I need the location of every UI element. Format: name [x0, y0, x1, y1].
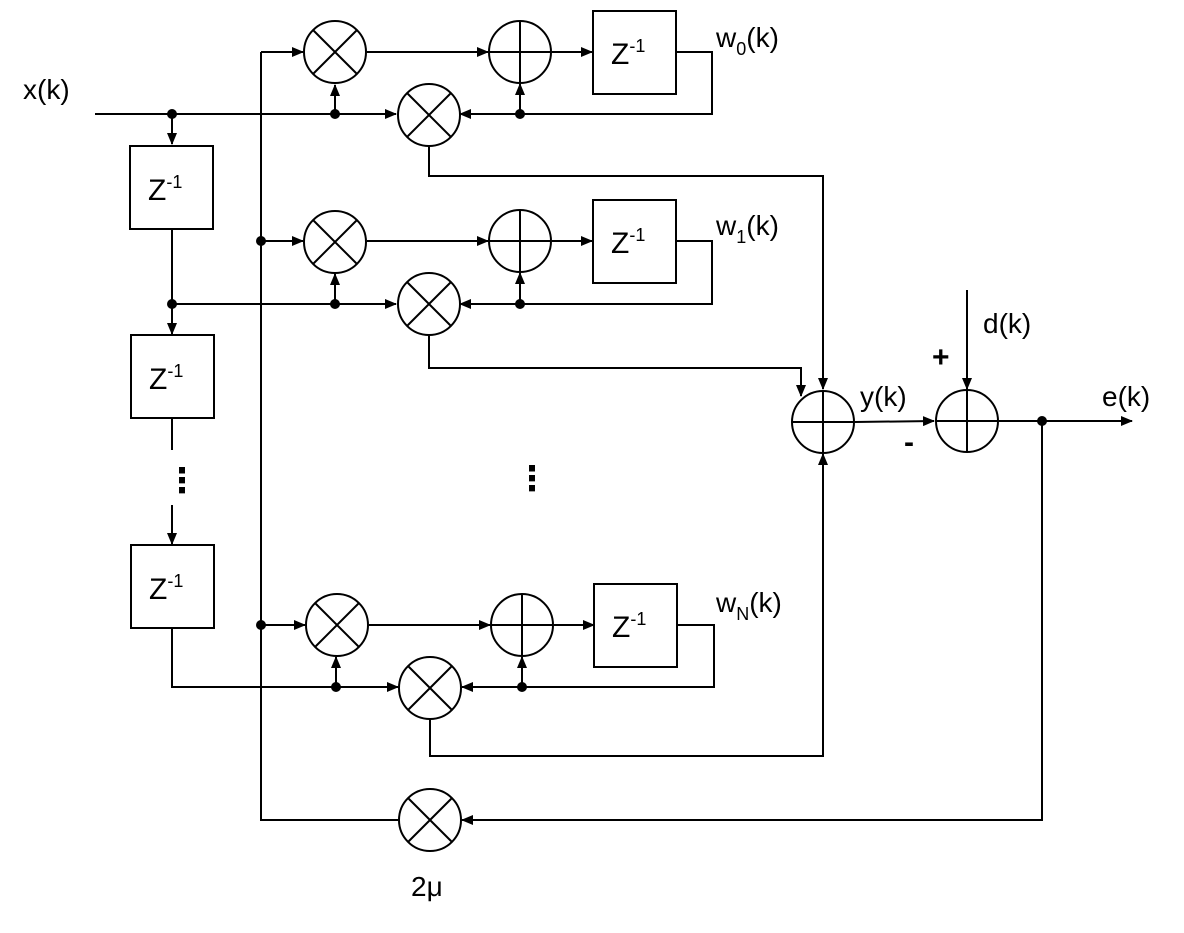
junction-dots: [167, 109, 1047, 692]
delay-block-n: [130, 544, 215, 629]
weight-delay-block-n: [593, 583, 678, 668]
delay-label: Z-1: [611, 36, 645, 71]
multiplier-icon: [397, 272, 461, 336]
adder-icon: [488, 20, 552, 84]
multiplier-icon: [397, 83, 461, 147]
wiring: [95, 47, 1133, 825]
delay-label: Z-1: [611, 225, 645, 260]
delay-boxes: [129, 10, 678, 668]
output-summer-icon: [791, 390, 855, 454]
plus-sign: +: [932, 341, 950, 374]
adders: [488, 20, 999, 657]
delay-label: Z-1: [149, 361, 183, 396]
weight-delay-block-0: [592, 10, 677, 95]
ellipsis-taps: ⋮: [515, 460, 549, 498]
step-size-label: 2μ: [411, 871, 443, 902]
output-signal-label: y(k): [860, 381, 907, 412]
multiplier-icon: [303, 210, 367, 274]
delay-labels: Z-1 Z-1 Z-1 Z-1 Z-1 Z-1: [148, 36, 646, 644]
delay-block-2: [130, 334, 215, 419]
multiplier-icon: [303, 20, 367, 84]
delay-label: Z-1: [148, 172, 182, 207]
input-signal-label: x(k): [23, 74, 70, 105]
weight-label-w1: w1(k): [715, 210, 779, 247]
multiplier-icon: [398, 656, 462, 720]
weight-label-wn: wN(k): [715, 587, 782, 624]
delay-block-1: [129, 145, 214, 230]
delay-label: Z-1: [149, 571, 183, 606]
adder-icon: [488, 209, 552, 273]
desired-signal-label: d(k): [983, 308, 1031, 339]
multiplier-icon: [305, 593, 369, 657]
gain-multiplier-icon: [398, 788, 462, 852]
error-summer-icon: [935, 389, 999, 453]
multipliers: [303, 20, 462, 852]
adder-icon: [490, 593, 554, 657]
delay-label: Z-1: [612, 609, 646, 644]
weight-label-w0: w0(k): [715, 22, 779, 59]
minus-sign: -: [904, 426, 914, 459]
ellipsis-delay-chain: ⋮: [165, 462, 199, 500]
weight-delay-block-1: [592, 199, 677, 284]
error-signal-label: e(k): [1102, 381, 1150, 412]
